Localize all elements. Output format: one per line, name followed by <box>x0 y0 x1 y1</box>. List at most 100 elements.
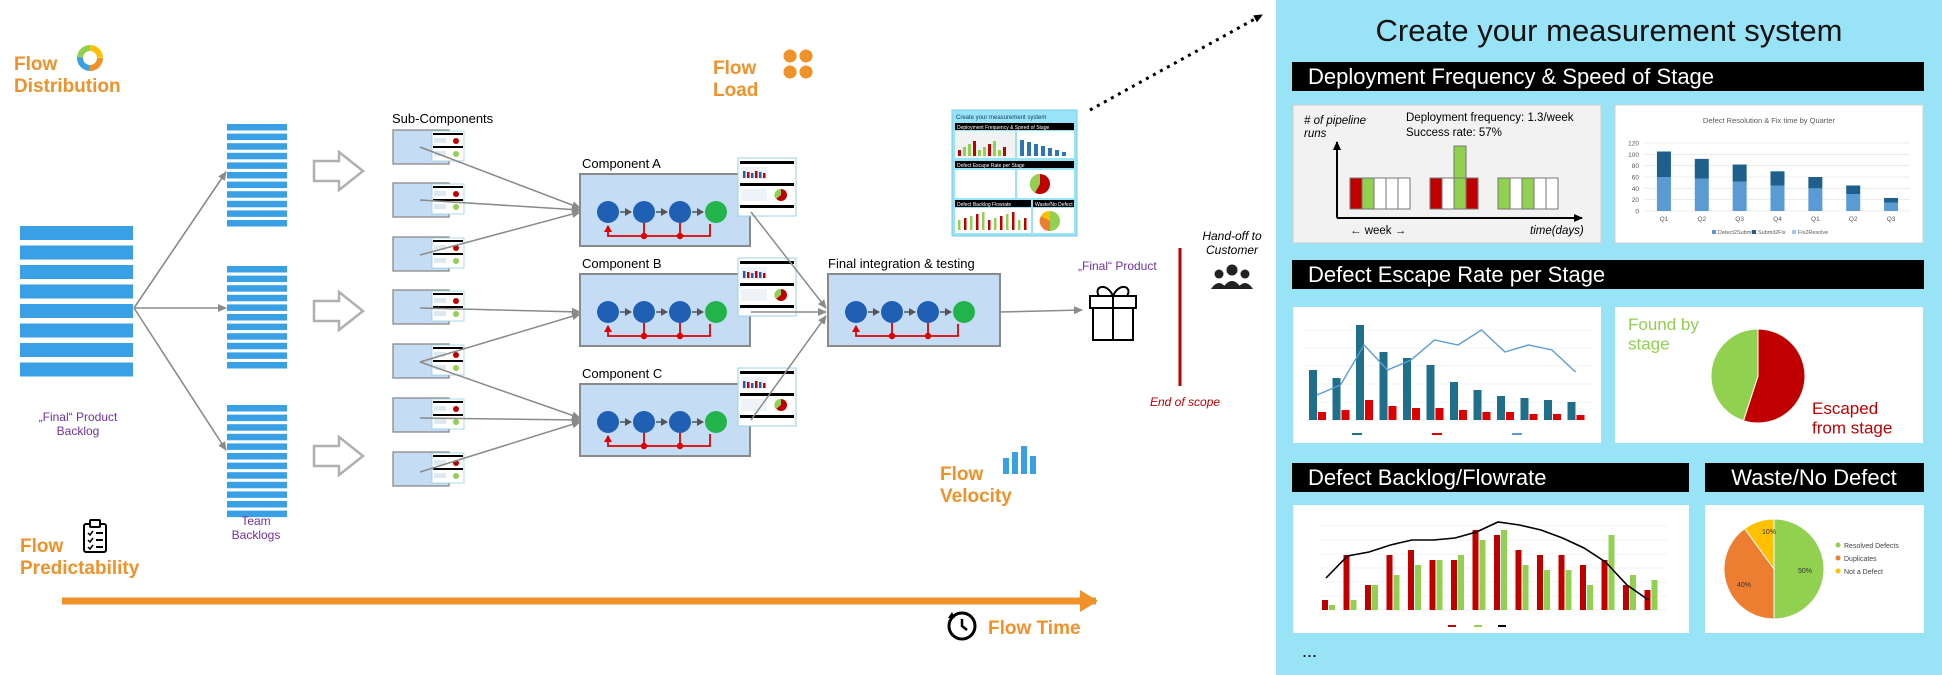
pie-data-label: 40% <box>1737 582 1751 589</box>
component-a-label: Component A <box>582 156 661 171</box>
pipeline-run-bar <box>1441 177 1455 210</box>
pie-slice-found <box>1710 328 1759 422</box>
thumbnail-bar <box>1027 142 1031 156</box>
legend-swatch <box>1474 625 1482 627</box>
backlog-bar-green <box>1458 555 1464 610</box>
backlog-bar-red <box>1601 560 1608 610</box>
x-tick-label: Q3 <box>1735 216 1744 223</box>
backlog-bar-red <box>1408 550 1414 610</box>
mini-chart <box>434 352 446 357</box>
thumbnail-bar <box>982 212 985 230</box>
pipeline-node <box>633 411 655 433</box>
escape-bar-red <box>1365 400 1373 420</box>
team-backlog-item <box>227 285 287 292</box>
legend-label: Resolved Defects <box>1844 543 1899 550</box>
mini-dashboard-header <box>433 468 463 470</box>
thumbnail-bar <box>1048 148 1052 156</box>
bar-submit2fix <box>1770 171 1785 186</box>
sub-to-component-connectors <box>419 146 581 473</box>
mini-dashboard-header <box>433 186 463 188</box>
bar-detect2submit <box>1770 185 1785 211</box>
thumbnail-title: Create your measurement system <box>956 115 1046 121</box>
pipeline-end-node <box>705 201 727 223</box>
mini-dashboard-header <box>433 240 463 242</box>
legend-swatch <box>1432 433 1442 435</box>
escape-header: Defect Escape Rate per Stage <box>1308 262 1605 287</box>
legend-swatch <box>1835 568 1841 574</box>
clipboard-icon <box>83 519 107 553</box>
pipeline-run-bar <box>1361 177 1375 210</box>
escape-bar-red <box>1576 415 1585 420</box>
legend-swatch <box>1498 625 1506 627</box>
bar-submit2fix <box>1808 177 1823 189</box>
time-days-label: time(days) <box>1530 225 1584 237</box>
pipeline-node <box>881 301 903 323</box>
escape-bar-blue <box>1332 378 1341 420</box>
pipeline-end-node <box>953 301 975 323</box>
mini-chart <box>434 204 446 209</box>
bar-submit2fix <box>1694 158 1709 179</box>
thumbnail-bar <box>1006 214 1009 230</box>
team-backlog-item <box>227 462 287 470</box>
escape-bar-red <box>1341 410 1350 420</box>
backlog-bar-red <box>1494 535 1500 610</box>
thumbnail-bar <box>1003 147 1006 156</box>
measurement-thumbnail: Create your measurement system Deploymen… <box>951 109 1078 237</box>
team-backlog-item <box>227 414 287 422</box>
backlog-item <box>20 245 133 260</box>
dashboard-header <box>740 161 794 164</box>
backlog-split-arrows <box>133 171 227 451</box>
mini-pie <box>453 204 459 210</box>
escape-bar-red <box>1435 408 1444 420</box>
backlog-bar-red <box>1580 565 1586 610</box>
bar-submit2fix <box>1656 151 1671 177</box>
pipeline-run-bar <box>1385 177 1399 210</box>
dashboard-bar <box>759 382 762 388</box>
backlog-bar-green <box>1350 600 1357 610</box>
dashboard-pie-slice <box>774 398 781 409</box>
backlog-item <box>20 304 133 318</box>
dashboard-bar <box>747 382 750 388</box>
pipeline-node <box>917 301 939 323</box>
mini-dashboard-header <box>433 360 463 362</box>
backlog-bar-red <box>1343 555 1350 610</box>
team-backlogs-stacks <box>227 124 287 518</box>
team-backlog-item <box>227 510 287 518</box>
thumbnail-bars-1 <box>958 140 1066 156</box>
thumbnail-bar <box>983 147 986 156</box>
backlog-bar-green <box>1587 585 1593 610</box>
backlog-chart-panel <box>1293 505 1689 633</box>
pipeline-node <box>597 301 619 323</box>
thumbnail-bar <box>993 141 996 156</box>
dashboard-bar <box>763 273 766 278</box>
mini-pie <box>453 298 459 304</box>
team-backlog-item <box>227 481 287 489</box>
backlog-bar-green <box>1544 570 1550 610</box>
y-tick-label: 120 <box>1628 141 1639 148</box>
team-backlog-item <box>227 172 287 179</box>
escape-bar-blue <box>1356 325 1364 420</box>
y-tick-label: 40 <box>1632 186 1640 193</box>
backlog-bar-red <box>1322 600 1328 610</box>
mini-pie <box>453 191 459 197</box>
mini-chart <box>434 151 446 156</box>
escape-bar-blue <box>1450 382 1458 420</box>
dashboard-header <box>740 393 794 396</box>
thumbnail-bar <box>973 141 976 156</box>
mini-chart <box>434 258 446 263</box>
backlog-bar-green <box>1651 580 1658 610</box>
final-integration-label: Final integration & testing <box>828 256 975 271</box>
pipeline-node <box>669 201 691 223</box>
pie-slice-escaped <box>1742 328 1806 424</box>
team-backlog-item <box>227 405 287 412</box>
backlog-bar-green <box>1501 530 1507 610</box>
thumbnail-bar <box>988 144 991 156</box>
bar-detect2submit <box>1732 181 1747 211</box>
pipeline-node <box>633 201 655 223</box>
bar-submit2fix <box>1884 197 1899 203</box>
thumbnail-bar <box>964 218 967 230</box>
